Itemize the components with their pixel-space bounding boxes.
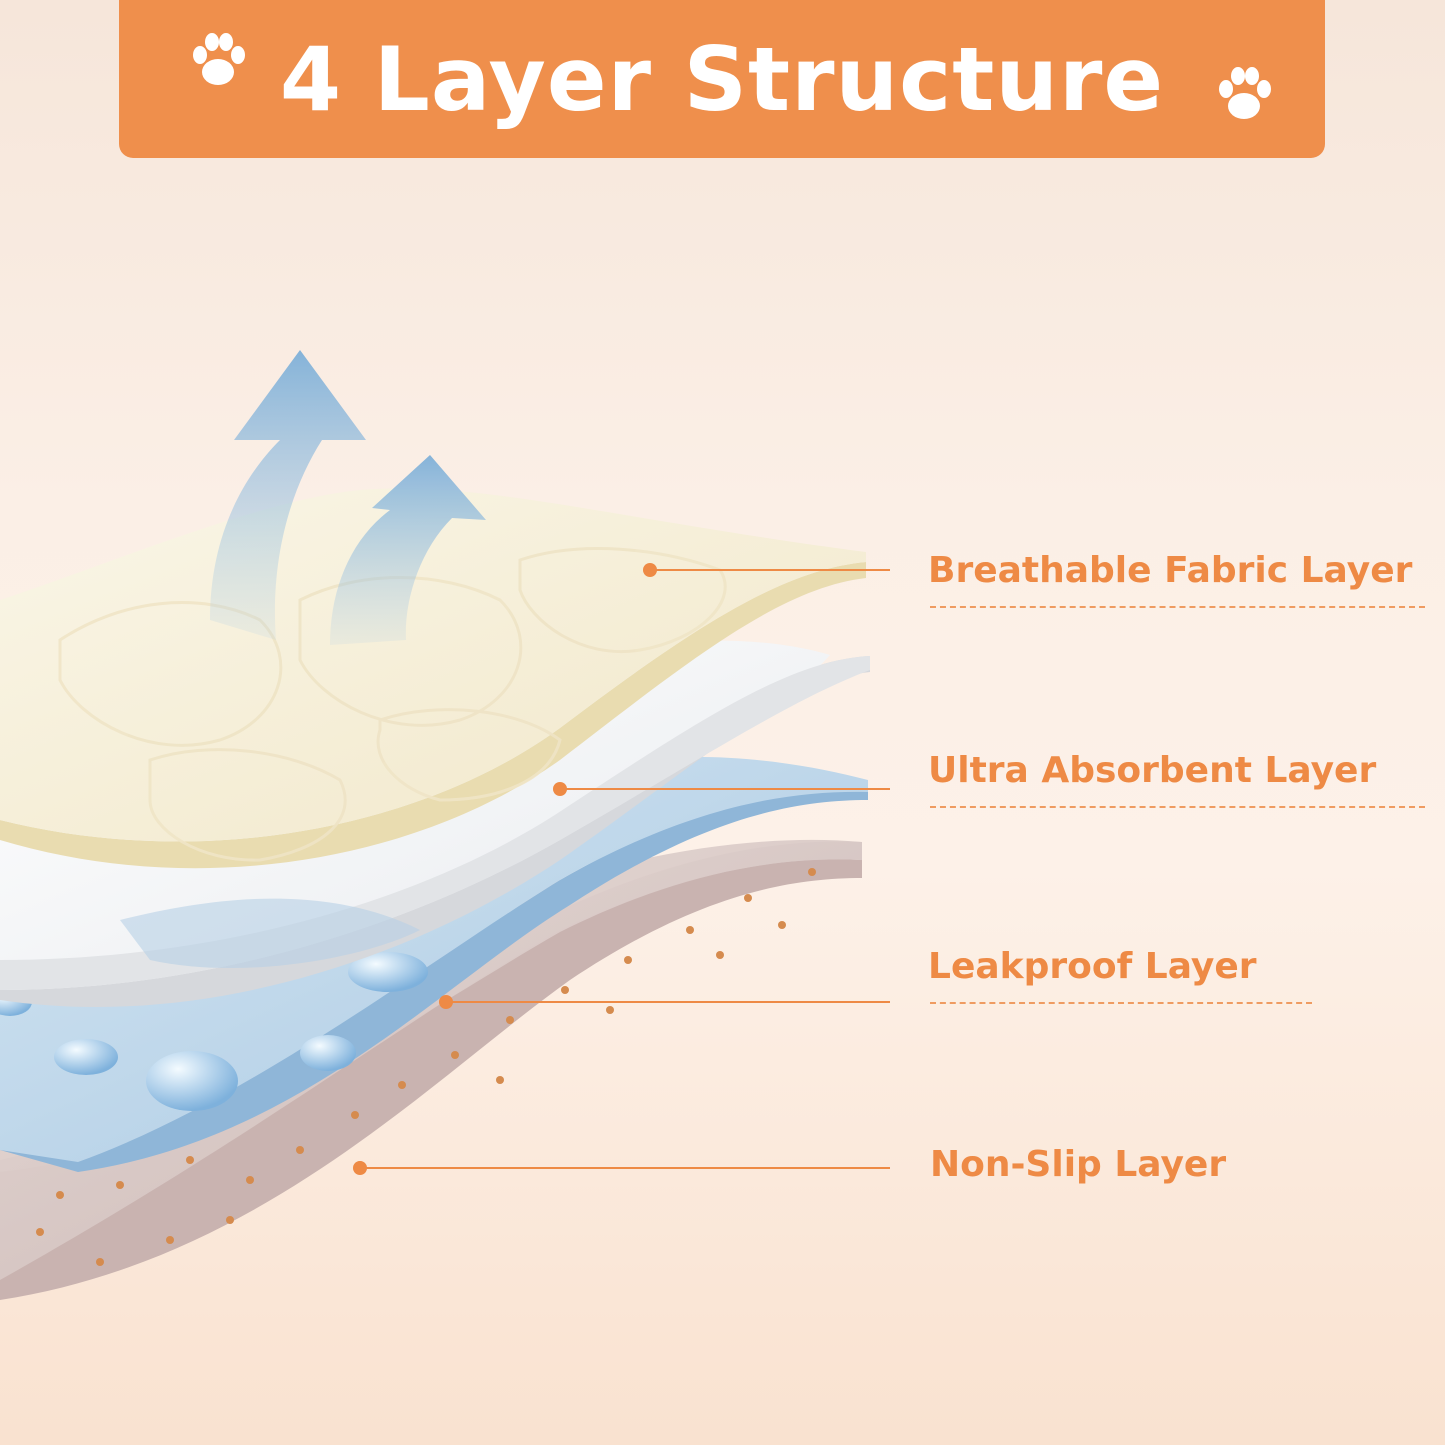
water-drop bbox=[300, 1035, 356, 1071]
page-title: 4 Layer Structure bbox=[280, 28, 1164, 131]
paw-print-icon bbox=[1212, 62, 1276, 126]
label-non-slip-layer: Non-Slip Layer bbox=[930, 1144, 1226, 1185]
label-ultra-absorbent-layer: Ultra Absorbent Layer bbox=[928, 750, 1376, 791]
water-drop bbox=[54, 1039, 118, 1075]
water-drop bbox=[146, 1051, 238, 1111]
label-underline bbox=[930, 1002, 1312, 1004]
label-underline bbox=[930, 606, 1425, 608]
paw-print-icon bbox=[186, 28, 250, 92]
label-underline bbox=[930, 806, 1425, 808]
title-banner: 4 Layer Structure bbox=[119, 0, 1325, 158]
label-leakproof-layer: Leakproof Layer bbox=[928, 946, 1257, 987]
label-breathable-fabric-layer: Breathable Fabric Layer bbox=[928, 550, 1412, 591]
